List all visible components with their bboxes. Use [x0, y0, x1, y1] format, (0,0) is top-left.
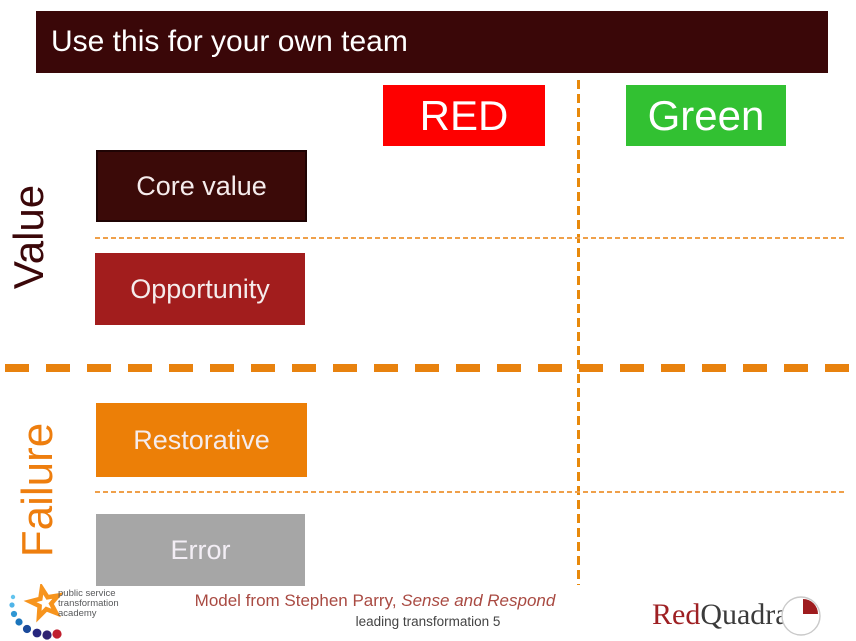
quadrant-box-error-label: Error [170, 534, 231, 565]
axis-label-value-text: Value [5, 184, 52, 290]
column-header-red-label: RED [419, 91, 509, 139]
quadrant-box-opportunity: Opportunity [95, 253, 305, 325]
psta-logo-line-3: academy [58, 608, 97, 619]
psta-logo: public service transformation academy [9, 584, 119, 640]
slide-title: Use this for your own team [51, 25, 408, 58]
quadrant-box-opportunity-label: Opportunity [130, 273, 270, 304]
vertical-divider-dashed-line [577, 80, 580, 585]
value-failure-divider-dashed-line [5, 364, 851, 372]
attribution-book-title: Sense and Respond [401, 591, 556, 610]
quadrant-box-core-value: Core value [96, 150, 307, 222]
value-row-divider-dashed-line [95, 237, 847, 239]
axis-label-failure: Failure [13, 410, 63, 570]
column-header-green: Green [626, 85, 786, 146]
quadrant-box-error: Error [96, 514, 305, 586]
slide-title-bar: Use this for your own team [36, 11, 828, 73]
quadrant-box-restorative-label: Restorative [133, 424, 270, 455]
redquadrant-logo-red: Red [652, 598, 701, 631]
star-icon [23, 584, 64, 623]
attribution-text: Model from Stephen Parry, [194, 591, 402, 610]
column-header-green-label: Green [647, 91, 765, 139]
deck-name-label: leading transformation 5 [355, 614, 501, 629]
column-header-red: RED [383, 85, 545, 146]
model-attribution: Model from Stephen Parry, Sense and Resp… [0, 591, 750, 611]
quadrant-box-restorative: Restorative [96, 403, 307, 477]
failure-row-divider-dashed-line [95, 491, 847, 493]
redquadrant-quadrant-icon [781, 596, 821, 636]
quadrant-box-core-value-label: Core value [136, 170, 267, 201]
psta-logo-line-2: transformation [58, 598, 119, 609]
axis-label-value: Value [4, 177, 54, 297]
axis-label-failure-text: Failure [13, 422, 62, 558]
dot-swoosh-icon [9, 594, 62, 640]
psta-logo-line-1: public service [58, 588, 116, 599]
